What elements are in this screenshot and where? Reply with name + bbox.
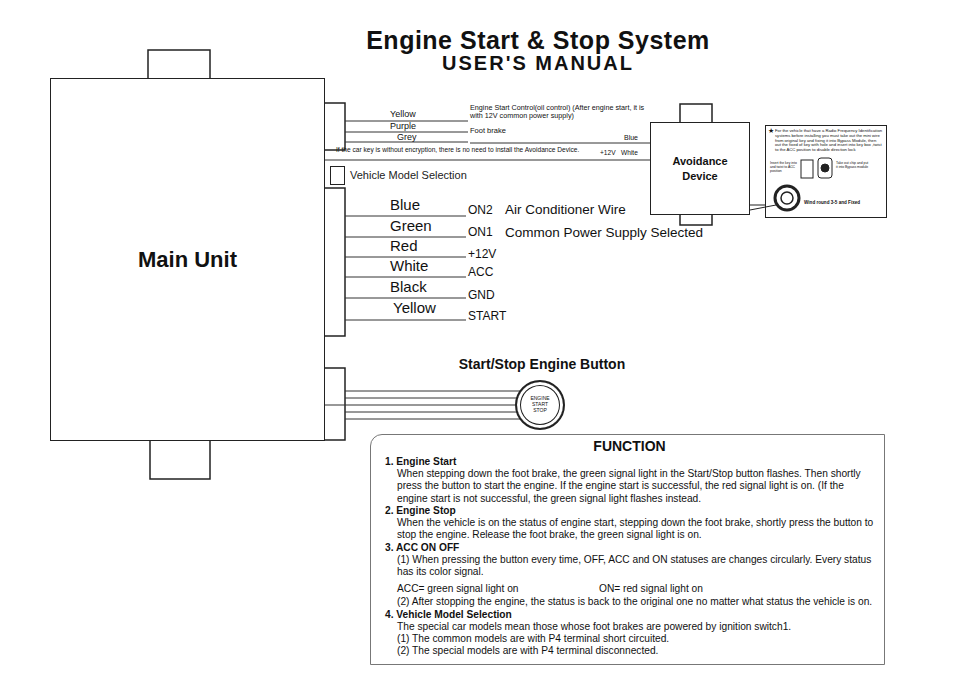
wire-connector <box>325 404 515 405</box>
body-text: (1) The common models are with P4 termin… <box>385 633 874 645</box>
selector-box: Vehicle Model Selection <box>330 166 345 185</box>
wire-connector <box>750 204 765 205</box>
node-text: Take out chip and put it into Bypass mod… <box>836 162 870 170</box>
wire-label: ACC <box>468 266 493 279</box>
node-text: Start/Stop Engine Button <box>455 356 629 372</box>
wire-label: GND <box>468 289 495 302</box>
wire-label: ON1 <box>468 226 493 239</box>
wire-label: Air Conditioner Wire <box>505 203 626 218</box>
body-text: When the vehicle is on the status of eng… <box>385 517 874 541</box>
section-heading: FUNCTION <box>385 438 874 454</box>
item-heading: 1. Engine Start <box>385 456 874 468</box>
item-heading: 4. Vehicle Model Selection <box>385 609 874 621</box>
body-text: The special car models mean those whose … <box>385 621 874 633</box>
node-text: Wind round 3-5 and Fixed <box>804 200 884 205</box>
main-unit-box: Main Unit <box>50 78 325 441</box>
wire-label: White <box>390 258 428 275</box>
node-text: For the vehicle that have a Radio Freque… <box>775 129 883 153</box>
function-box: FUNCTION 1. Engine StartWhen stepping dow… <box>370 434 885 665</box>
node-text: Main Unit <box>138 247 237 273</box>
node-text: Vehicle Model Selection <box>350 169 467 181</box>
connector-housing <box>323 188 345 336</box>
wire-label: Common Power Supply Selected <box>505 226 703 241</box>
subtitle: USER'S MANUAL <box>442 52 634 74</box>
wire-label: Engine Start Control(oil control) (After… <box>470 104 650 120</box>
wires <box>345 121 650 419</box>
node-text: ★ <box>768 127 774 135</box>
wire-connector <box>325 159 650 160</box>
wire-label: If the car key is without encryption, th… <box>336 146 579 153</box>
connector-housing <box>323 368 345 440</box>
title: Engine Start & Stop System <box>288 26 788 55</box>
body-text: (2) The special models are with P4 termi… <box>385 645 874 657</box>
body-text: When stepping down the foot brake, the g… <box>385 468 874 505</box>
wire-label: Foot brake <box>470 127 506 135</box>
wire-label: START <box>468 310 506 323</box>
wire-label: Green <box>390 218 432 235</box>
connector-housing <box>323 103 345 150</box>
mounting-tab <box>150 439 210 479</box>
avoidance-device-box: Avoidance Device <box>650 122 750 215</box>
wire-label: Black <box>390 279 427 296</box>
wire-label: Blue <box>624 134 638 142</box>
wire-label: White <box>621 149 638 156</box>
body-text: (1) When pressing the button every time,… <box>385 554 874 578</box>
wire-label: Red <box>390 238 418 255</box>
node-text: ENGINE START STOP <box>527 396 553 413</box>
body-text: ACC= green signal light on <box>385 583 587 595</box>
body-text: ON= red signal light on <box>587 583 839 595</box>
wire-label: ON2 <box>468 204 493 217</box>
node-text: Insert the key into and twist to ACC pos… <box>770 162 802 174</box>
wire-label: +12V <box>468 248 496 261</box>
node-text: Avoidance Device <box>660 154 740 184</box>
item-heading: 2. Engine Stop <box>385 505 874 517</box>
mounting-tab <box>680 104 712 124</box>
start-stop-button: Start/Stop Engine ButtonENGINE START STO… <box>515 380 565 430</box>
wire-label: Purple <box>390 122 416 132</box>
wire-label: +12V <box>600 149 616 156</box>
wire-label: Blue <box>390 197 420 214</box>
wire-label: Grey <box>397 133 417 143</box>
wire-label: Yellow <box>390 110 416 120</box>
note-box: ★For the vehicle that have a Radio Frequ… <box>765 125 887 218</box>
mounting-tab <box>148 50 210 80</box>
wire-label: Yellow <box>393 300 436 317</box>
body-text: (2) After stopping the engine, the statu… <box>385 596 874 608</box>
item-heading: 3. ACC ON OFF <box>385 542 874 554</box>
